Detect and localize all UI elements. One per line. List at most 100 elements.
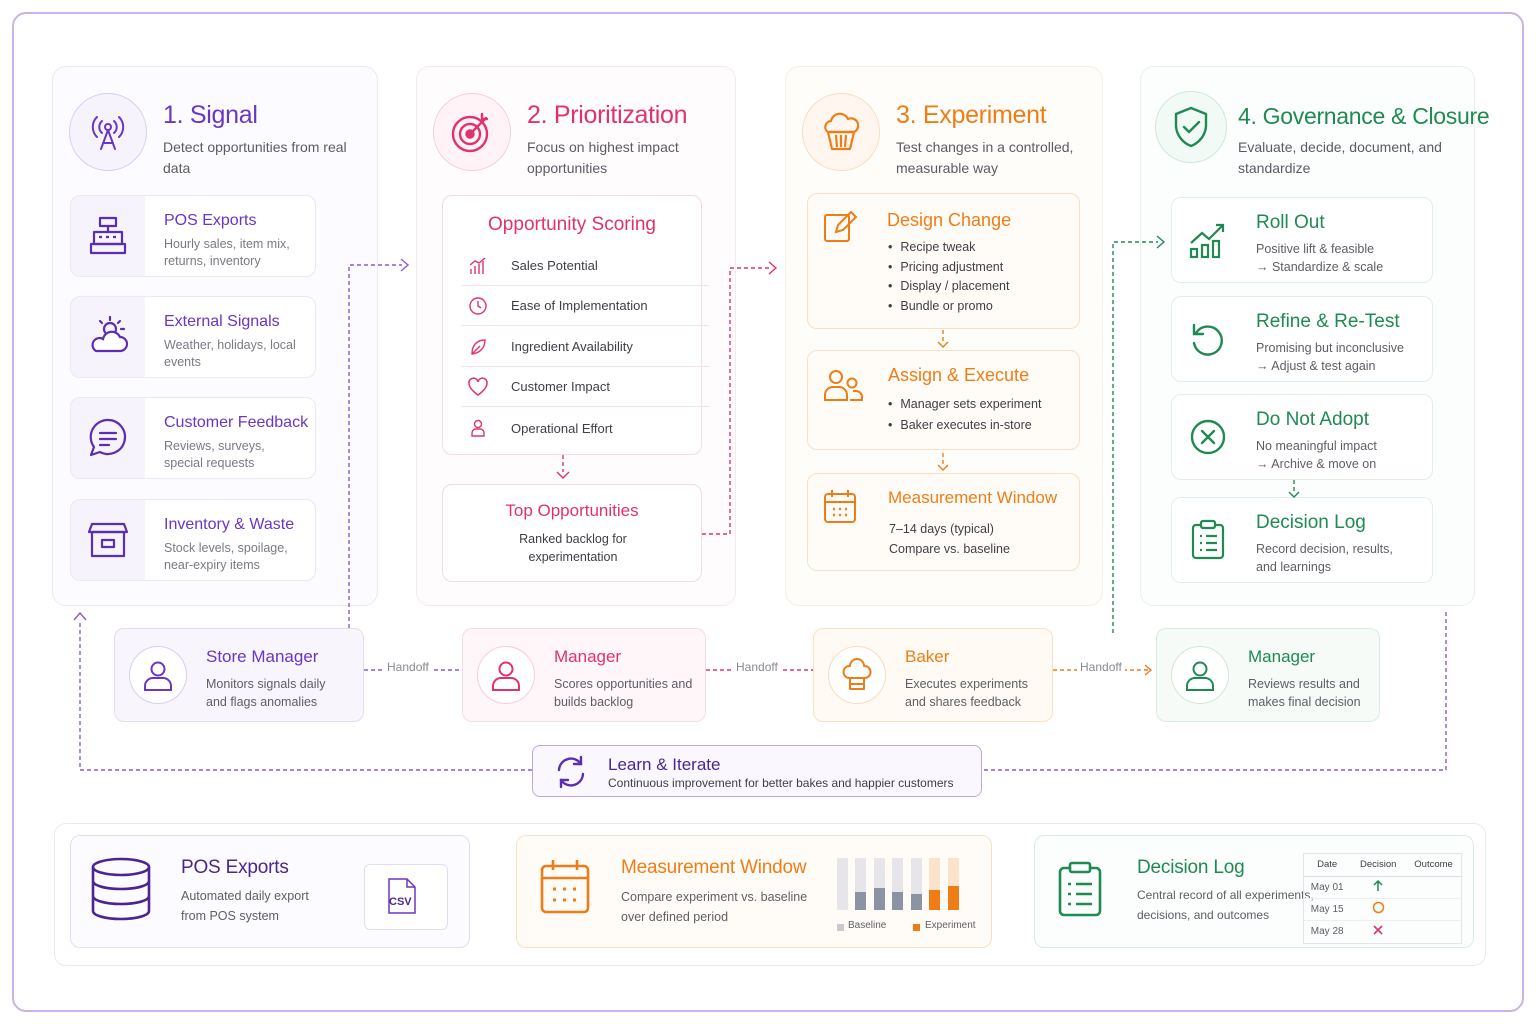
decision-log-table-grid: Date Decision Outcome May 01 May 15 May …: [1303, 854, 1462, 942]
clipboard-icon: [1057, 860, 1103, 923]
outcome-card-do-not-adopt[interactable]: Do Not Adopt No meaningful impact → Archi…: [1171, 394, 1433, 480]
card-desc: Hourly sales, item mix, returns, invento…: [164, 237, 290, 268]
database-icon: [89, 856, 153, 927]
role-card-store-manager[interactable]: Store Manager Monitors signals daily and…: [114, 628, 364, 722]
column-subtitle: Test changes in a controlled, measurable…: [896, 139, 1074, 176]
role-card-baker[interactable]: Baker Executes experiments and shares fe…: [813, 628, 1053, 722]
handoff-label: Handoff: [1077, 660, 1125, 674]
measurement-window-title: Measurement Window: [888, 488, 1058, 507]
legend-baseline: Baseline: [848, 920, 887, 931]
arrow-up-icon: [1351, 875, 1406, 898]
criterion-label: Operational Effort: [511, 420, 613, 436]
card-desc: Promising but inconclusive: [1256, 341, 1404, 355]
table-cell-date: May 15: [1303, 897, 1352, 920]
card-desc: No meaningful impact: [1256, 439, 1377, 453]
card-desc: Weather, holidays, local events: [164, 338, 296, 369]
design-change-title: Design Change: [887, 210, 1012, 230]
legend-swatch-baseline: [837, 924, 844, 931]
role-desc: Scores opportunities and builds backlog: [554, 677, 693, 709]
bottom-card-pos-exports[interactable]: POS Exports Automated daily export from …: [70, 835, 470, 948]
refresh-icon: [1186, 317, 1230, 361]
archive-icon: [71, 500, 145, 580]
bottom-pos-desc: from POS system: [181, 909, 279, 923]
bar-chart-icon: [461, 256, 495, 276]
table-cell-date: May 01: [1303, 875, 1352, 898]
baseline-bar: [892, 858, 903, 910]
calendar-icon: [822, 488, 858, 531]
table-header: Decision: [1351, 854, 1406, 877]
criterion-label: Ingredient Availability: [511, 339, 633, 354]
baseline-bar: [948, 858, 959, 910]
experiment-bar: [855, 892, 866, 910]
bullet-item: Bundle or promo: [888, 297, 1009, 317]
role-title: Manager: [1248, 647, 1316, 666]
assign-execute-title: Assign & Execute: [888, 365, 1030, 385]
role-card-manager-scoring[interactable]: Manager Scores opportunities and builds …: [462, 628, 706, 722]
circle-icon: [1351, 897, 1406, 920]
card-title: Refine & Re-Test: [1256, 311, 1400, 332]
bottom-measure-title: Measurement Window: [621, 857, 807, 878]
outcome-card-decision-log[interactable]: Decision Log Record decision, results,an…: [1171, 497, 1433, 583]
column-title: 2. Prioritization: [527, 101, 688, 129]
signal-card-customer-feedback[interactable]: Customer Feedback Reviews, surveys, spec…: [70, 397, 316, 479]
experiment-bar: [948, 886, 959, 910]
person-icon: [1171, 646, 1229, 704]
top-opportunities-card[interactable]: Top Opportunities Ranked backlog for exp…: [442, 484, 702, 582]
file-type-label: CSV: [389, 896, 412, 908]
column-subtitle: Focus on highest impact opportunities: [527, 139, 679, 176]
outcome-card-refine-retest[interactable]: Refine & Re-Test Promising but inconclus…: [1171, 296, 1433, 382]
card-desc: Reviews, surveys, special requests: [164, 439, 265, 470]
card-desc: → Archive & move on: [1256, 457, 1377, 471]
legend-swatch-experiment: [913, 924, 920, 931]
role-desc: Reviews results and makes final decision: [1248, 677, 1361, 709]
measurement-window-card[interactable]: Measurement Window 7–14 days (typical) C…: [807, 473, 1080, 571]
signal-card-external-signals[interactable]: External Signals Weather, holidays, loca…: [70, 296, 316, 378]
outcome-card-roll-out[interactable]: Roll Out Positive lift & feasible→ Stand…: [1171, 197, 1433, 283]
role-card-manager-decision[interactable]: Manager Reviews results and makes final …: [1156, 628, 1380, 722]
legend-experiment: Experiment: [925, 920, 976, 931]
card-desc: → Adjust & test again: [1256, 359, 1376, 373]
bottom-card-measurement-window[interactable]: Measurement Window Compare experiment vs…: [516, 835, 992, 948]
score-row: Operational Effort: [461, 408, 709, 448]
learn-iterate-banner[interactable]: Learn & Iterate Continuous improvement f…: [532, 745, 982, 797]
table-row: May 01: [1303, 875, 1462, 898]
table-row: May 28: [1303, 919, 1462, 942]
csv-file-tile[interactable]: CSV: [364, 864, 448, 930]
antenna-icon: [69, 93, 147, 171]
experiment-bar: [874, 888, 885, 910]
chef-hat-icon: [828, 646, 886, 704]
opportunity-scoring-card: Opportunity Scoring Sales Potential Ease…: [442, 195, 709, 455]
edit-icon: [822, 208, 858, 249]
card-title: Inventory & Waste: [164, 516, 295, 533]
experiment-bar: [911, 894, 922, 910]
cycle-icon: [553, 754, 589, 795]
scoring-title: Opportunity Scoring: [488, 214, 656, 235]
measurement-line: 7–14 days (typical): [889, 522, 994, 536]
bottom-pos-title: POS Exports: [181, 857, 289, 878]
assign-execute-card[interactable]: Assign & Execute Manager sets experiment…: [807, 350, 1080, 450]
baseline-bar: [837, 858, 848, 910]
bottom-measure-desc: over defined period: [621, 910, 729, 924]
role-title: Baker: [905, 647, 950, 666]
table-header: Date: [1303, 854, 1352, 877]
card-title: Do Not Adopt: [1256, 409, 1370, 430]
bullet-item: Display / placement: [888, 277, 1009, 297]
signal-column: 1. Signal Detect opportunities from real…: [52, 66, 378, 606]
column-title: 1. Signal: [163, 101, 258, 129]
table-cell-date: May 28: [1303, 919, 1352, 942]
score-row: Sales Potential: [461, 246, 709, 286]
card-title: External Signals: [164, 313, 280, 330]
measurement-line: Compare vs. baseline: [889, 542, 1010, 556]
column-subtitle: Detect opportunities from real data: [163, 139, 347, 176]
design-change-card[interactable]: Design Change Recipe tweak Pricing adjus…: [807, 193, 1080, 329]
bottom-log-desc: decisions, and outcomes: [1137, 908, 1270, 922]
x-circle-icon: [1186, 415, 1230, 459]
bottom-log-desc: Central record of all experiments,: [1137, 888, 1314, 902]
column-subtitle: Evaluate, decide, document, and standard…: [1238, 139, 1442, 176]
person-icon: [129, 646, 187, 704]
handoff-label: Handoff: [384, 660, 432, 674]
clipboard-icon: [1186, 518, 1230, 562]
signal-card-pos-exports[interactable]: POS Exports Hourly sales, item mix, retu…: [70, 195, 316, 277]
role-title: Store Manager: [206, 647, 319, 666]
signal-card-inventory-waste[interactable]: Inventory & Waste Stock levels, spoilage…: [70, 499, 316, 581]
